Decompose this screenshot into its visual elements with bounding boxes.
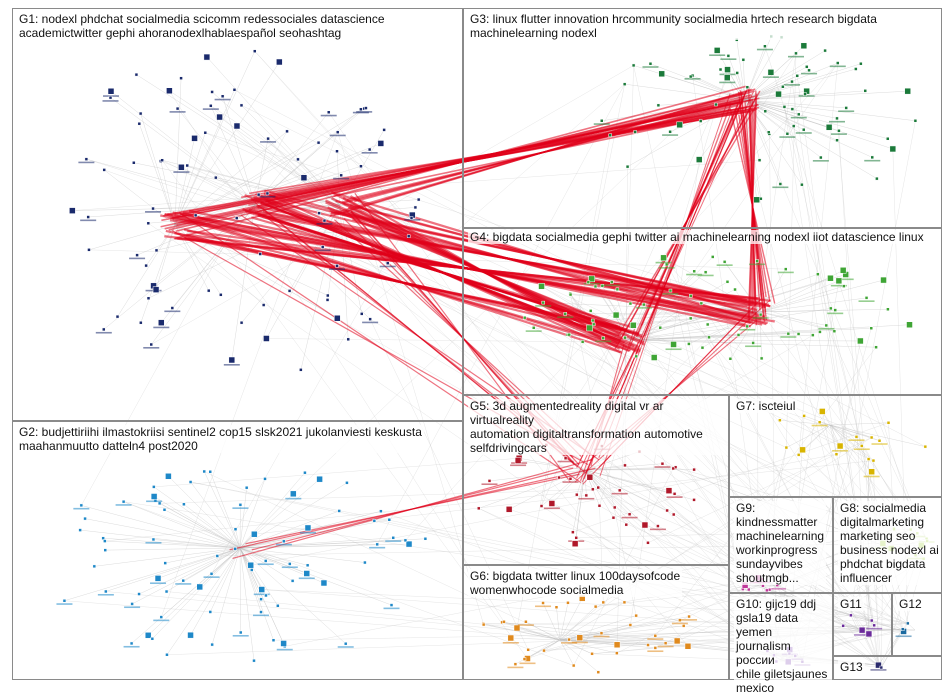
panel-g3: G3: linux flutter innovation hrcommunity… (463, 8, 942, 228)
group-label-g2: G2: budjettiriihi ilmastokriisi sentinel… (17, 425, 424, 453)
panel-g9: G9: kindnessmatter machinelearning worki… (729, 497, 833, 593)
group-label-g5: G5: 3d augmentedreality digital vr ar vi… (468, 399, 728, 455)
panel-g13: G13 (833, 656, 942, 680)
group-label-g12: G12 (897, 597, 924, 611)
panel-g12: G12 (892, 593, 942, 656)
panel-g11: G11 (833, 593, 892, 656)
panel-g2: G2: budjettiriihi ilmastokriisi sentinel… (12, 421, 463, 680)
group-label-g6: G6: bigdata twitter linux 100daysofcode … (468, 569, 682, 597)
group-label-g9: G9: kindnessmatter machinelearning worki… (734, 501, 826, 585)
panel-g7: G7: iscteiul (729, 395, 942, 497)
group-label-g7: G7: iscteiul (734, 399, 797, 413)
group-label-g8: G8: socialmedia digitalmarketing marketi… (838, 501, 941, 585)
group-label-g1: G1: nodexl phdchat socialmedia scicomm r… (17, 12, 387, 40)
panel-g5: G5: 3d augmentedreality digital vr ar vi… (463, 395, 729, 565)
group-label-g11: G11 (838, 597, 864, 611)
panel-g8: G8: socialmedia digitalmarketing marketi… (833, 497, 942, 593)
panel-g6: G6: bigdata twitter linux 100daysofcode … (463, 565, 729, 680)
group-label-g4: G4: bigdata socialmedia gephi twitter ai… (468, 230, 926, 244)
group-label-g10: G10: gijc19 ddj gsla19 data yemen journa… (734, 597, 832, 695)
panel-g10: G10: gijc19 ddj gsla19 data yemen journa… (729, 593, 833, 680)
group-label-g3: G3: linux flutter innovation hrcommunity… (468, 12, 879, 40)
group-label-g13: G13 (838, 660, 865, 674)
panel-g1: G1: nodexl phdchat socialmedia scicomm r… (12, 8, 463, 421)
panel-g4: G4: bigdata socialmedia gephi twitter ai… (463, 228, 942, 395)
